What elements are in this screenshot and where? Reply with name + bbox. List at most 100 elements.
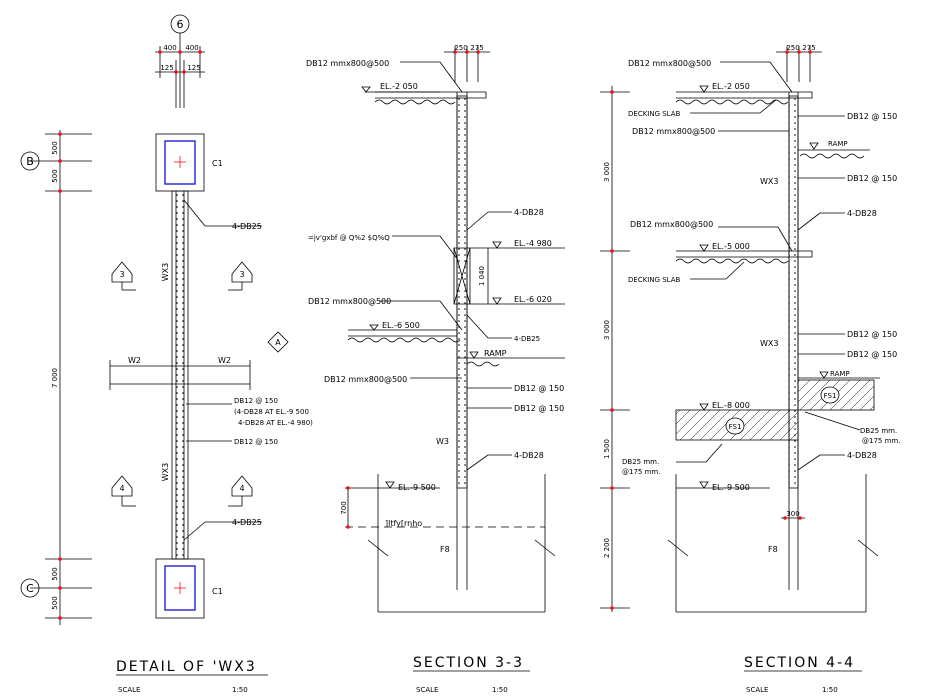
s44-wx3-b: WX3: [760, 339, 778, 348]
sec-4-left-label: 4: [119, 484, 124, 493]
grid-label-b: B: [26, 155, 34, 168]
s44-dim-3000b: 3 000: [603, 320, 611, 340]
detail-scale-label: SCALE: [118, 686, 140, 694]
grid-bubble-b: [20, 151, 40, 171]
s44-dim-300: 300: [786, 510, 799, 518]
s33-el-9500: EL.-9 500: [398, 483, 436, 492]
col-label-top: C1: [212, 159, 223, 168]
s33-bar-4db25: 4-DB25: [514, 335, 540, 343]
s33-footing: F8: [440, 545, 450, 554]
dim-b-down: 500: [51, 169, 59, 182]
col-label-bottom: C1: [212, 587, 223, 596]
grid-label-c: C: [26, 582, 34, 595]
wall-w3: [456, 95, 468, 489]
bar-mid2: (4-DB28 AT EL.-9 500: [234, 408, 309, 416]
wall-wx3-s44: [788, 95, 799, 489]
dimension-ticks-detail: [58, 50, 202, 620]
s44-el-8000: EL.-8 000: [712, 401, 750, 410]
s44-dim-a: 250: [786, 44, 799, 52]
dim-b-up: 500: [51, 141, 59, 154]
view-marker-a: [267, 331, 289, 353]
s33-el-6020: EL.-6 020: [514, 295, 552, 304]
detail-scale-value: 1:50: [232, 686, 248, 694]
w2-right: W2: [218, 356, 231, 365]
s44-scale-value: 1:50: [822, 686, 838, 694]
s44-dim-1500: 1 500: [603, 439, 611, 459]
s44-ramp2: RAMP: [830, 370, 850, 378]
s33-dim-700: 700: [340, 501, 348, 514]
bar-mid3: 4-DB28 AT EL.-4 980): [238, 419, 313, 427]
slab-top: [375, 91, 487, 99]
detail-wx3: [20, 14, 289, 676]
detail-title: DETAIL OF 'WX3: [116, 659, 257, 675]
s33-footnote: ]ltfy[rnho: [385, 519, 422, 528]
view-a-label: A: [275, 338, 281, 347]
s44-wx3-a: WX3: [760, 177, 778, 186]
s33-note-top: DB12 mmx800@500: [306, 59, 389, 68]
s44-db12-a: DB12 @ 150: [847, 112, 897, 121]
s44-dim-2200: 2 200: [603, 538, 611, 558]
s44-note-3: DB12 mmx800@500: [630, 220, 713, 229]
s33-ramp: RAMP: [484, 349, 507, 358]
sec-3-right-label: 3: [239, 270, 244, 279]
bar-mid1: DB12 @ 150: [234, 397, 278, 405]
wall-wx3: [171, 190, 189, 560]
s44-dim-b: 275: [802, 44, 815, 52]
dim-top-left2: 125: [160, 64, 173, 72]
s33-el-6500: EL.-6 500: [382, 321, 420, 330]
s44-decking1: DECKING SLAB: [628, 110, 681, 118]
s44-title: SECTION 4-4: [744, 655, 855, 671]
bar-top: 4-DB25: [232, 222, 262, 231]
dimension-ticks-s33: [346, 50, 480, 529]
s44-bar-4db28b: 4-DB28: [847, 451, 877, 460]
s44-db12-c: DB12 @ 150: [847, 330, 897, 339]
section44-labels: 250 275 DB12 mmx800@500 EL.-2 050 DECKIN…: [603, 44, 900, 694]
section-marker-4-left: [111, 475, 133, 497]
wall-label-top: WX3: [161, 263, 170, 281]
section-4-4: [600, 46, 880, 672]
s44-db12-b: DB12 @ 150: [847, 174, 897, 183]
slab-top-corrugation: [374, 99, 456, 105]
dim-top-left: 400: [163, 44, 176, 52]
s44-ramp1: RAMP: [828, 140, 848, 148]
s44-db12-d: DB12 @ 150: [847, 350, 897, 359]
s44-decking2: DECKING SLAB: [628, 276, 681, 284]
s44-db25-l2: @175 mm.: [622, 468, 660, 476]
wall-label-bottom: WX3: [161, 463, 170, 481]
dim-top-right2: 125: [187, 64, 200, 72]
grid-bubble-c: [20, 578, 40, 598]
s44-bar-4db28: 4-DB28: [847, 209, 877, 218]
s44-note-top: DB12 mmx800@500: [628, 59, 711, 68]
dim-c-up: 500: [51, 567, 59, 580]
s33-garbled-note: =jv'gxbf @ Q%2 $Q%Q: [308, 234, 390, 242]
s44-fs1-b: FS1: [729, 423, 742, 431]
s33-dim-1040: 1 040: [478, 266, 486, 286]
w2-left: W2: [128, 356, 141, 365]
s44-el-9500: EL.-9 500: [712, 483, 750, 492]
s44-db25-r2: @175 mm.: [862, 437, 900, 445]
s44-scale-label: SCALE: [746, 686, 768, 694]
column-core-bottom: [164, 565, 196, 611]
section33-labels: 250 275 DB12 mmx800@500 EL.-2 050 4-DB28…: [306, 44, 564, 694]
section-marker-3-left: [111, 261, 133, 283]
s33-dim-a: 250: [454, 44, 467, 52]
s44-footing: F8: [768, 545, 778, 554]
s44-el-top: EL.-2 050: [712, 82, 750, 91]
s33-title: SECTION 3-3: [413, 655, 524, 671]
s44-el-5000: EL.-5 000: [712, 242, 750, 251]
s33-db12-2: DB12 @ 150: [514, 404, 564, 413]
s44-note-2: DB12 mmx800@500: [632, 127, 715, 136]
s33-note-ramp: DB12 mmx800@500: [324, 375, 407, 384]
s33-dim-b: 275: [470, 44, 483, 52]
s33-db12-1: DB12 @ 150: [514, 384, 564, 393]
bar-bottom: 4-DB25: [232, 518, 262, 527]
s33-scale-label: SCALE: [416, 686, 438, 694]
s33-scale-value: 1:50: [492, 686, 508, 694]
s44-db25-l1: DB25 mm.: [622, 458, 659, 466]
sec-4-right-label: 4: [239, 484, 244, 493]
s44-dim-3000a: 3 000: [603, 162, 611, 182]
sec-3-left-label: 3: [119, 270, 124, 279]
dim-top-right: 400: [185, 44, 198, 52]
dimension-ticks-s44: [610, 50, 812, 610]
